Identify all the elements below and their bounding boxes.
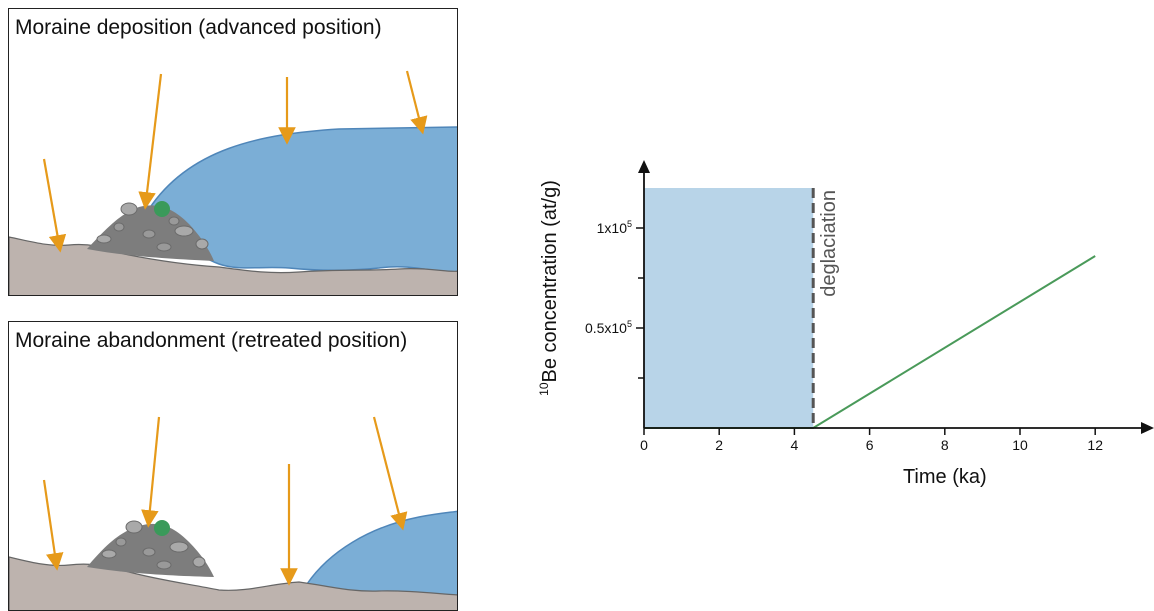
cosmic-ray-arrows (42, 70, 428, 253)
sample-marker-icon (154, 520, 170, 536)
cosmic-ray-arrows (42, 416, 408, 586)
x-tick-label: 12 (1087, 437, 1103, 453)
x-tick-label: 4 (791, 437, 799, 453)
x-tick-label: 0 (640, 437, 648, 453)
moraine-icon (87, 202, 214, 261)
glacier-icon (306, 510, 457, 610)
x-tick-label: 10 (1012, 437, 1028, 453)
y-axis-label-superscript: 10 (537, 382, 551, 396)
cosmic-ray-arrow-icon (141, 416, 161, 528)
deposition-scene (9, 70, 457, 295)
y-tick-label: 0.5x105 (585, 319, 632, 336)
x-axis-label: Time (ka) (903, 466, 987, 488)
moraine-deposition-panel: Moraine deposition (advanced position) (8, 8, 458, 296)
x-ticks: 0 2 4 6 8 10 12 (640, 428, 1103, 453)
deglaciation-annotation: deglaciation (818, 190, 840, 297)
panel-title-deposition: Moraine deposition (advanced position) (15, 16, 382, 39)
x-axis-arrow-icon (1141, 422, 1154, 434)
y-ticks: 0.5x105 1x105 (585, 219, 644, 379)
x-tick-label: 2 (715, 437, 723, 453)
y-axis-arrow-icon (638, 160, 650, 173)
glacier-icon (148, 126, 457, 275)
moraine-abandonment-panel: Moraine abandonment (retreated position) (8, 321, 458, 611)
sample-marker-icon (154, 201, 170, 217)
y-tick-label: 1x105 (597, 219, 632, 236)
cosmic-ray-arrow-icon (42, 479, 64, 571)
cosmic-ray-arrow-icon (42, 158, 67, 253)
x-tick-label: 8 (941, 437, 949, 453)
moraine-icon (87, 520, 214, 577)
cosmic-ray-arrow-icon (138, 73, 163, 210)
panel-title-abandonment: Moraine abandonment (retreated position) (15, 329, 408, 352)
cosmic-ray-arrow-icon (405, 70, 428, 135)
y-axis-label: 10Be concentration (at/g) (537, 180, 561, 396)
y-axis-label-main: Be concentration (at/g) (539, 180, 561, 382)
ice-cover-shaded-region (644, 188, 814, 428)
x-tick-label: 6 (866, 437, 874, 453)
abandonment-scene (9, 416, 457, 610)
ground-surface (9, 236, 457, 295)
be10-concentration-chart: deglaciation 0 2 4 6 8 10 12 0.5x105 1x105 Time… (537, 160, 1154, 488)
cosmic-ray-arrow-icon (372, 416, 408, 531)
